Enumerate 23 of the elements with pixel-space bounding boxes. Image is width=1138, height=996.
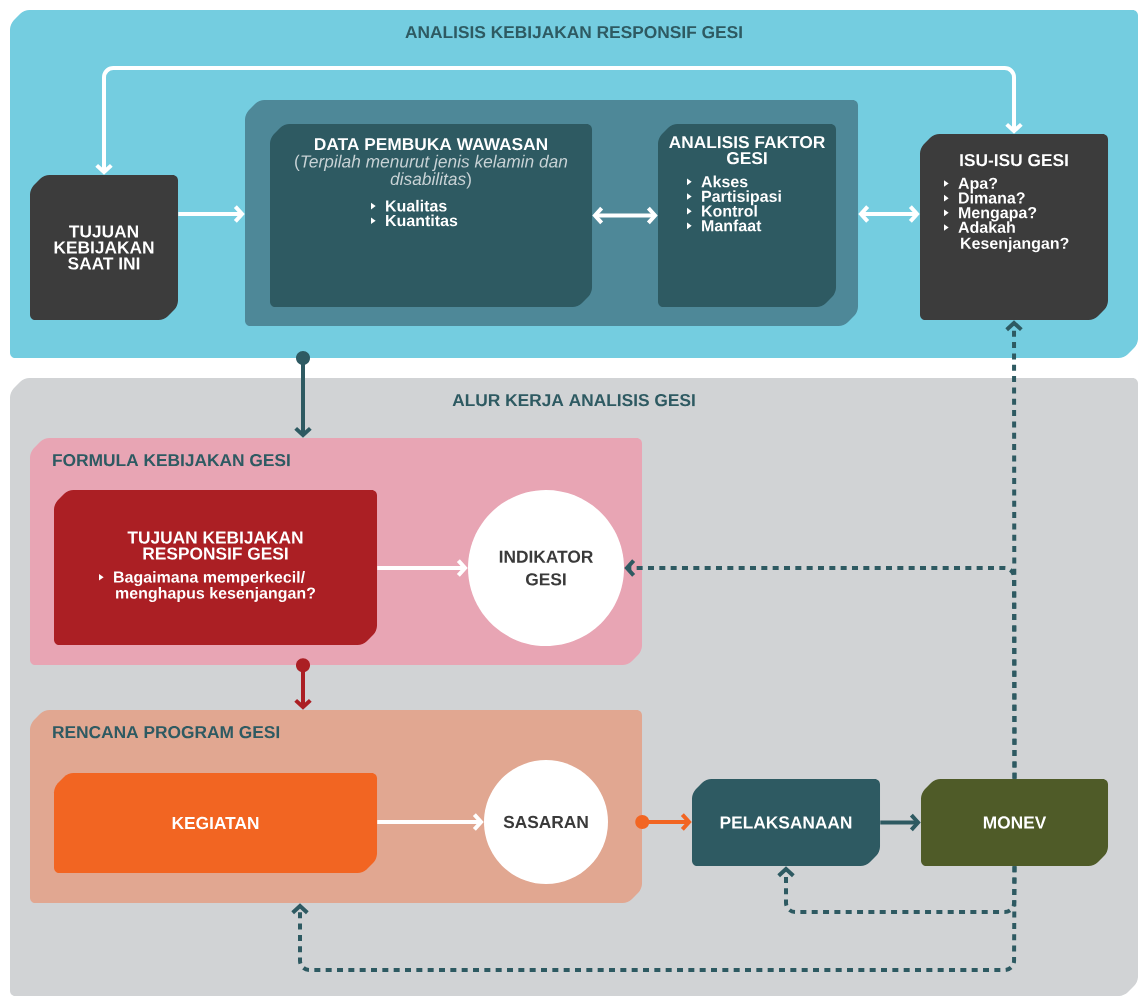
dashed-arrow: [777, 866, 1017, 914]
arrow: [294, 658, 312, 710]
arrow: [858, 205, 920, 223]
arrow: [377, 559, 468, 577]
arrow: [294, 351, 312, 438]
arrow: [178, 205, 245, 223]
circle-node: SASARAN: [484, 760, 608, 884]
dashed-arrow: [624, 559, 1017, 779]
arrow: [95, 66, 1023, 175]
process-box: DATA PEMBUKA WAWASAN (Terpilah menurut jenis kelamin dan disabilitas) Kualitas Kuantitas: [270, 124, 592, 307]
process-box: TUJUAN KEBIJAKAN SAAT INI: [30, 175, 178, 320]
process-box: KEGIATAN: [54, 773, 377, 873]
arrow: [880, 813, 921, 832]
arrow: [635, 813, 692, 831]
process-box: PELAKSANAAN: [692, 779, 880, 866]
circle-node: INDIKATOR GESI: [468, 490, 624, 646]
arrow: [377, 813, 484, 831]
process-box: TUJUAN KEBIJAKAN RESPONSIF GESI Bagaimana memperkecil/ menghapus kesenjangan?: [54, 490, 377, 645]
process-box: ISU-ISU GESI Apa? Dimana? Mengapa? Adakah Kesenjangan?: [920, 134, 1108, 320]
process-box: ANALISIS FAKTOR GESI Akses Partisipasi Kontrol Manfaat: [658, 124, 836, 307]
process-box: MONEV: [921, 779, 1108, 866]
arrow: [592, 206, 658, 225]
dashed-arrow: [291, 866, 1017, 972]
